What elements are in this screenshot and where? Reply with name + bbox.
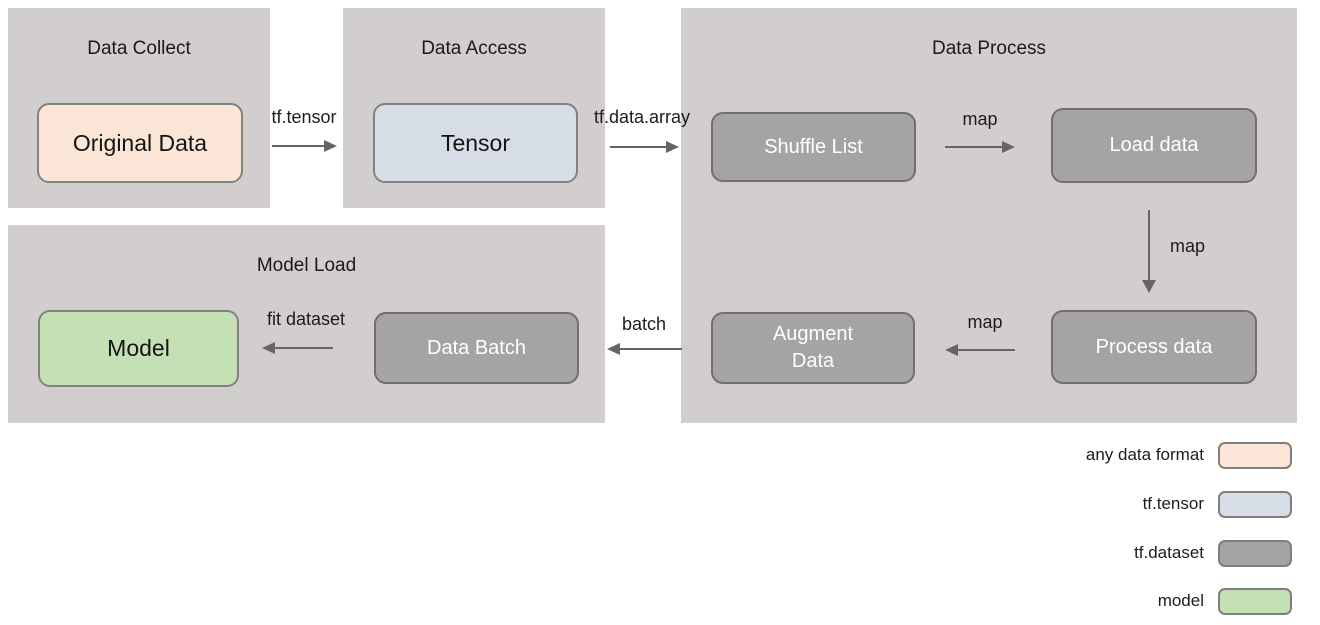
edge-label-fit-dataset: fit dataset: [266, 309, 346, 329]
group-title-data-collect: Data Collect: [87, 38, 191, 59]
arrow-batch-to-model: [275, 347, 333, 349]
legend-label-tf-tensor: tf.tensor: [1142, 494, 1204, 513]
node-data-batch: Data Batch: [374, 312, 579, 384]
node-data-batch-label: Data Batch: [427, 336, 526, 359]
arrow-augment-to-batch: [620, 348, 682, 350]
node-shuffle-list: Shuffle List: [711, 112, 916, 182]
group-title-model-load: Model Load: [256, 255, 357, 276]
node-tensor: Tensor: [373, 103, 578, 183]
edge-label-batch: batch: [621, 314, 667, 334]
edge-label-tf-data-array: tf.data.array: [593, 107, 691, 127]
node-augment-data-label: Augment Data: [772, 323, 854, 372]
arrowhead-augment-to-batch: [607, 343, 620, 355]
legend-swatch-tf-tensor: [1218, 491, 1292, 518]
edge-label-map-load-process: map: [1170, 236, 1206, 256]
arrowhead-load-to-process: [1142, 280, 1156, 293]
node-load-data-label: Load data: [1109, 134, 1199, 156]
arrow-process-to-augment: [958, 349, 1015, 351]
group-title-data-access: Data Access: [421, 38, 527, 59]
node-augment-data: Augment Data: [711, 312, 915, 384]
arrowhead-tensor-to-shuffle: [666, 141, 679, 153]
legend-label-model: model: [1157, 591, 1204, 610]
arrowhead-process-to-augment: [945, 344, 958, 356]
node-original-data-label: Original Data: [72, 129, 208, 156]
arrow-load-to-process: [1148, 210, 1150, 280]
legend-label-tf-dataset: tf.dataset: [1134, 543, 1204, 562]
edge-label-tf-tensor: tf.tensor: [271, 107, 337, 127]
edge-label-map-process-augment: map: [967, 312, 1003, 332]
node-process-data: Process data: [1051, 310, 1257, 384]
node-model: Model: [38, 310, 239, 387]
arrowhead-original-to-tensor: [324, 140, 337, 152]
node-load-data: Load data: [1051, 108, 1257, 183]
node-model-label: Model: [107, 335, 170, 361]
node-original-data: Original Data: [37, 103, 243, 183]
arrow-shuffle-to-load: [945, 146, 1002, 148]
legend-label-any-data-format: any data format: [1085, 445, 1204, 464]
legend-swatch-tf-dataset: [1218, 540, 1292, 567]
group-title-data-process: Data Process: [931, 38, 1047, 59]
legend-swatch-any-data-format: [1218, 442, 1292, 469]
node-process-data-label: Process data: [1095, 335, 1213, 358]
node-tensor-label: Tensor: [440, 129, 511, 156]
edge-label-map-shuffle-load: map: [962, 109, 998, 129]
legend-swatch-model: [1218, 588, 1292, 615]
arrow-tensor-to-shuffle: [610, 146, 666, 148]
node-shuffle-list-label: Shuffle List: [764, 135, 863, 158]
arrow-original-to-tensor: [272, 145, 324, 147]
arrowhead-batch-to-model: [262, 342, 275, 354]
arrowhead-shuffle-to-load: [1002, 141, 1015, 153]
